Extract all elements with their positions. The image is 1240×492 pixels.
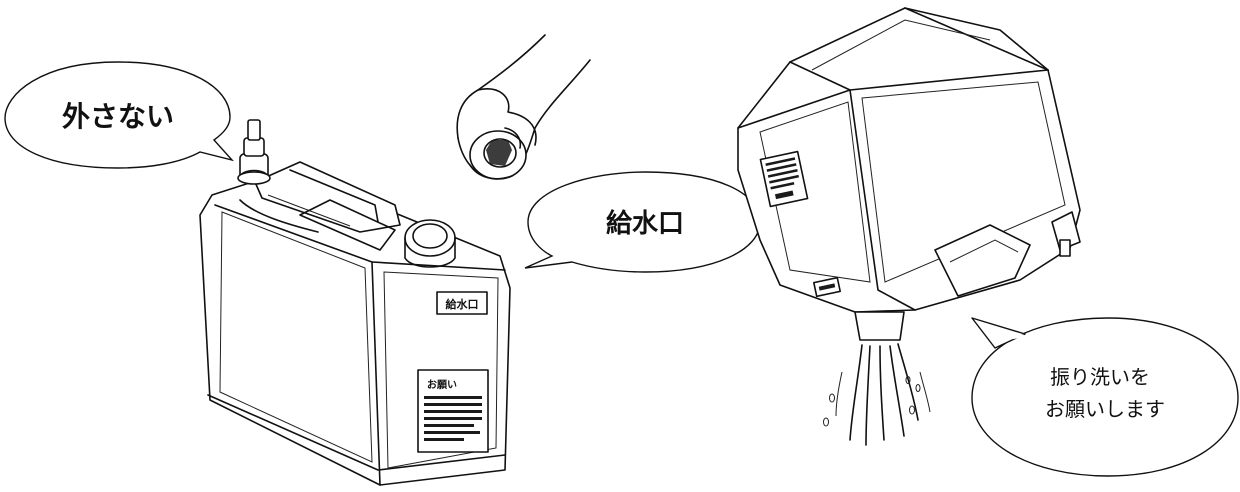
callout-water-inlet-text: 給水口	[606, 208, 684, 239]
callout-do-not-remove: 外さない	[4, 61, 235, 169]
hand-removing-cap-illustration	[456, 34, 591, 180]
callout-do-not-remove-text: 外さない	[62, 100, 174, 133]
inlet-label-plate	[436, 291, 488, 315]
callout-water-inlet: 給水口	[524, 171, 761, 273]
tilted-water-tank	[737, 7, 1081, 341]
callout-shake-rinse-line2: お願いします	[1045, 397, 1165, 421]
inlet-label-text: 給水口	[446, 297, 479, 311]
tilted-tank-sticker-fine-print	[765, 157, 799, 200]
callout-shake-rinse-line1: 振り洗いを	[1050, 365, 1150, 389]
upright-water-tank: 給水口 お願い	[199, 119, 511, 486]
callout-shake-rinse: 振り洗いを お願いします	[971, 317, 1239, 477]
request-sticker-title: お願い	[427, 379, 457, 391]
request-sticker-fine-print	[424, 396, 482, 441]
water-flow-illustration	[823, 343, 931, 446]
